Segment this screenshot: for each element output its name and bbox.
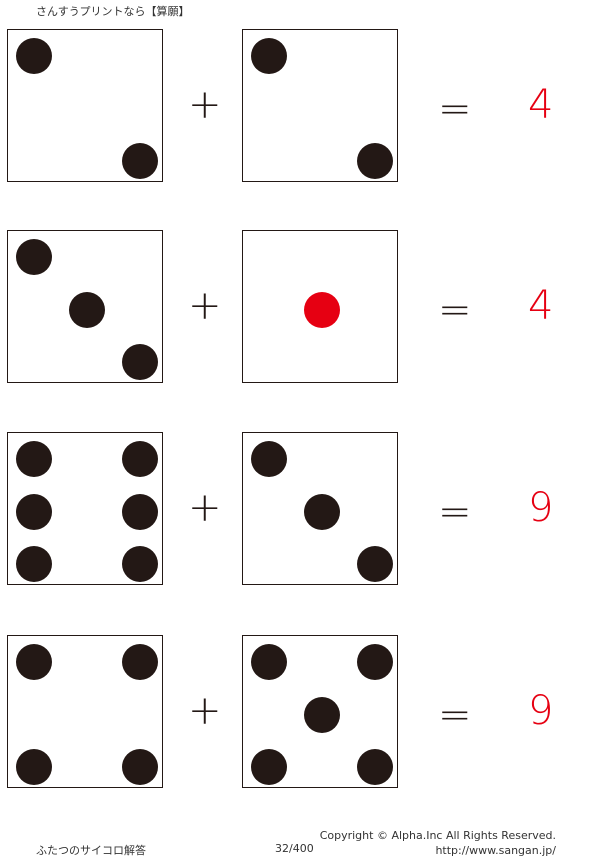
pip bbox=[16, 644, 52, 680]
problem-row: + = 4 bbox=[0, 29, 600, 187]
pip bbox=[357, 546, 393, 582]
pip bbox=[304, 494, 340, 530]
problem-row: + = 4 bbox=[0, 230, 600, 388]
die-face bbox=[7, 230, 163, 383]
header-title: さんすうプリントなら【算願】 bbox=[36, 5, 190, 18]
pip bbox=[357, 143, 393, 179]
plus-sign: + bbox=[188, 283, 222, 329]
pip bbox=[122, 441, 158, 477]
pip bbox=[357, 749, 393, 785]
die-face bbox=[7, 635, 163, 788]
pip bbox=[122, 494, 158, 530]
die-face bbox=[242, 230, 398, 383]
pip bbox=[251, 441, 287, 477]
pip bbox=[122, 644, 158, 680]
plus-sign: + bbox=[188, 688, 222, 734]
pip bbox=[304, 697, 340, 733]
pip bbox=[16, 749, 52, 785]
plus-sign: + bbox=[188, 485, 222, 531]
equals-sign: = bbox=[438, 86, 472, 132]
pip bbox=[16, 441, 52, 477]
pip bbox=[251, 749, 287, 785]
copyright: Copyright © Alpha.Inc All Rights Reserve… bbox=[319, 829, 556, 842]
pip bbox=[357, 644, 393, 680]
die-face bbox=[242, 29, 398, 182]
pip bbox=[69, 292, 105, 328]
problem-row: + = 9 bbox=[0, 635, 600, 793]
pip bbox=[122, 344, 158, 380]
pip bbox=[251, 644, 287, 680]
pip bbox=[16, 546, 52, 582]
answer: 4 bbox=[528, 283, 554, 329]
die-face bbox=[7, 432, 163, 585]
problem-row: + = 9 bbox=[0, 432, 600, 590]
answer: 4 bbox=[528, 82, 554, 128]
pip bbox=[122, 143, 158, 179]
die-face bbox=[242, 432, 398, 585]
site-url[interactable]: http://www.sangan.jp/ bbox=[435, 844, 556, 857]
plus-sign: + bbox=[188, 82, 222, 128]
equals-sign: = bbox=[438, 692, 472, 738]
die-face bbox=[7, 29, 163, 182]
answer: 9 bbox=[528, 688, 554, 734]
pip bbox=[304, 292, 340, 328]
answer: 9 bbox=[528, 485, 554, 531]
equals-sign: = bbox=[438, 489, 472, 535]
pip bbox=[16, 239, 52, 275]
pip bbox=[122, 546, 158, 582]
pip bbox=[16, 38, 52, 74]
pip bbox=[122, 749, 158, 785]
equals-sign: = bbox=[438, 287, 472, 333]
footer-title: ふたつのサイコロ解答 bbox=[36, 844, 146, 857]
page-number: 32/400 bbox=[275, 842, 314, 855]
die-face bbox=[242, 635, 398, 788]
pip bbox=[251, 38, 287, 74]
pip bbox=[16, 494, 52, 530]
